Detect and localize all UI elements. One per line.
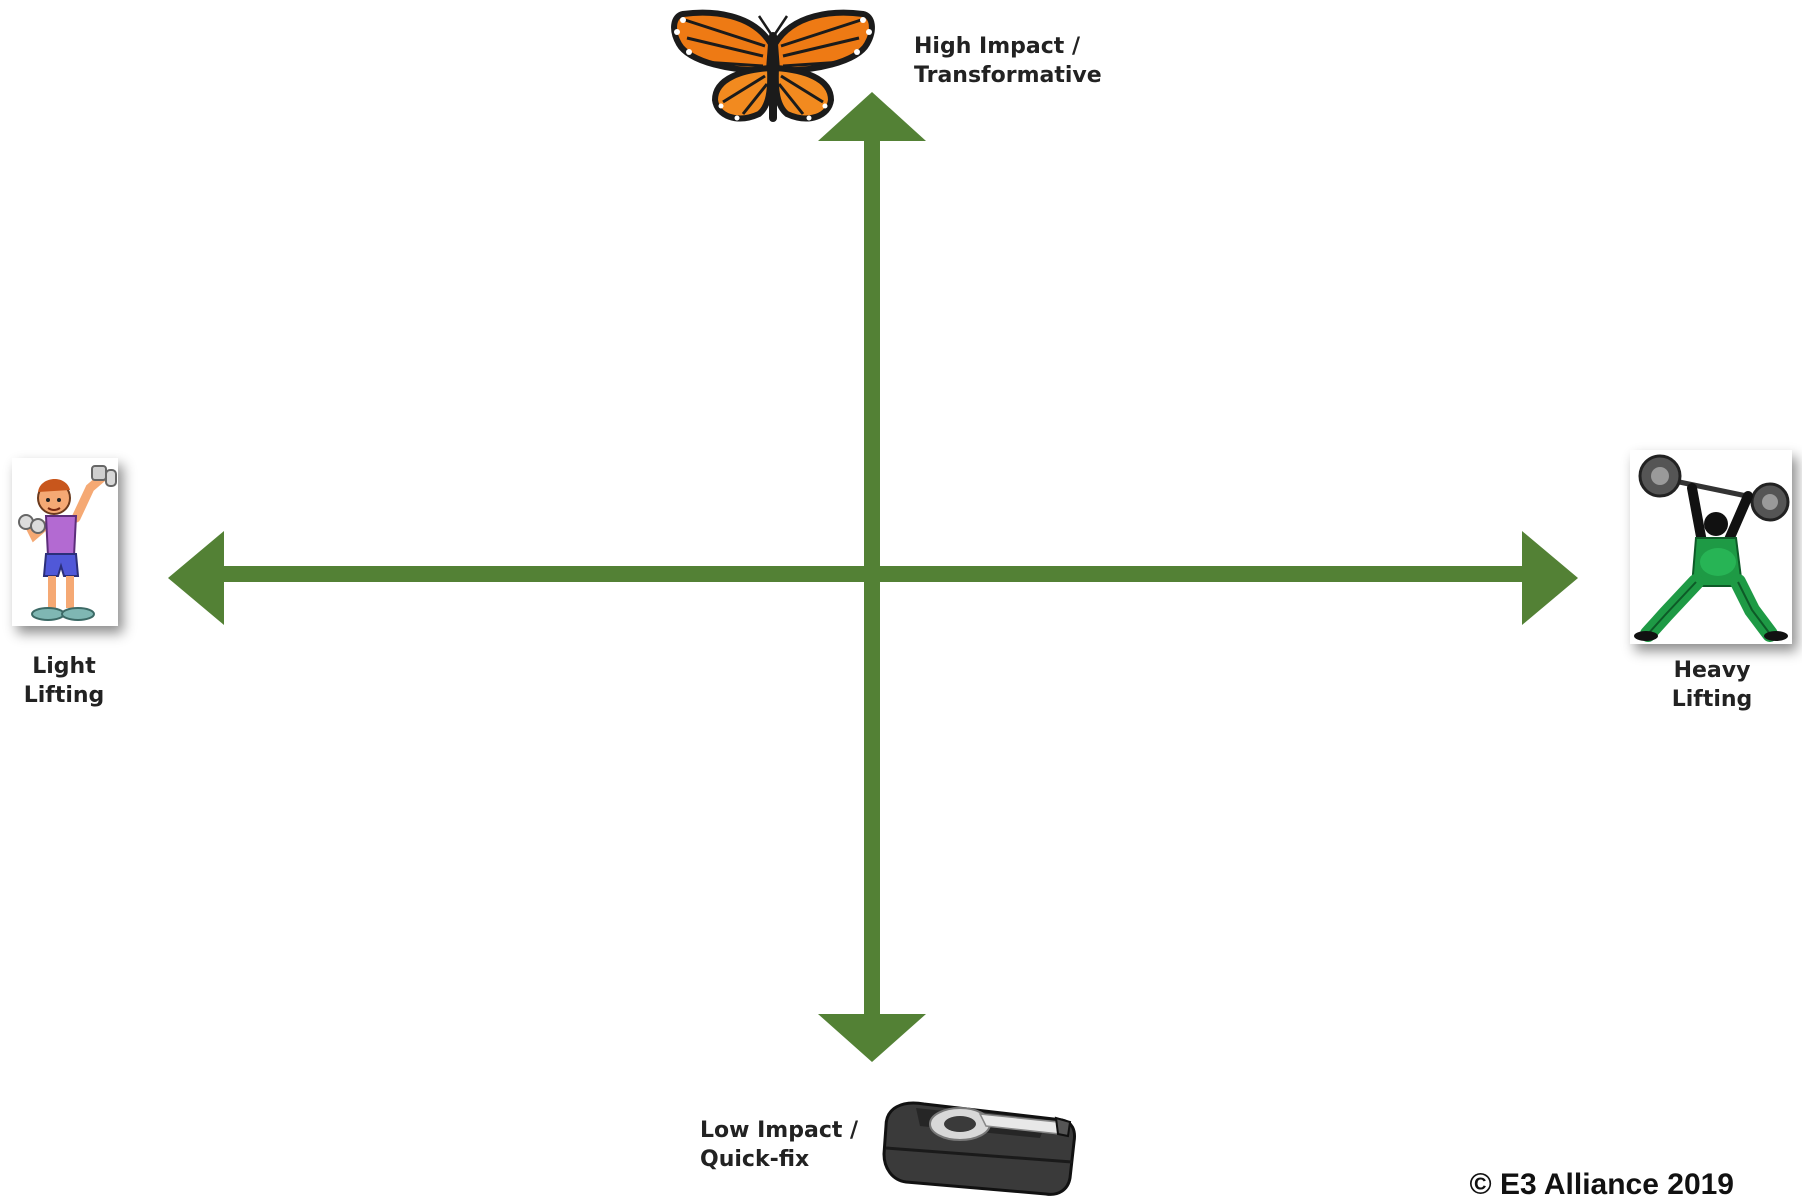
tape-dispenser-icon (876, 1086, 1084, 1202)
top-label-line-2: Transformative (914, 61, 1102, 90)
bottom-label: Low Impact / Quick-fix (700, 1116, 858, 1174)
left-label-line-1: Light (14, 652, 114, 681)
light-weights-person-icon (12, 458, 118, 626)
left-arrowhead (168, 531, 224, 625)
bottom-label-line-1: Low Impact / (700, 1116, 858, 1145)
right-arrowhead (1522, 531, 1578, 625)
right-label-line-2: Lifting (1660, 685, 1764, 714)
copyright-notice: © E3 Alliance 2019 (1470, 1168, 1734, 1202)
butterfly-icon (668, 6, 878, 128)
top-label-line-1: High Impact / (914, 32, 1102, 61)
left-label-line-2: Lifting (14, 681, 114, 710)
bottom-label-line-2: Quick-fix (700, 1145, 858, 1174)
right-label: Heavy Lifting (1660, 656, 1764, 714)
down-arrowhead (818, 1014, 926, 1062)
weightlifter-icon (1630, 450, 1792, 644)
left-label: Light Lifting (14, 652, 114, 710)
right-label-line-1: Heavy (1660, 656, 1764, 685)
top-label: High Impact / Transformative (914, 32, 1102, 90)
